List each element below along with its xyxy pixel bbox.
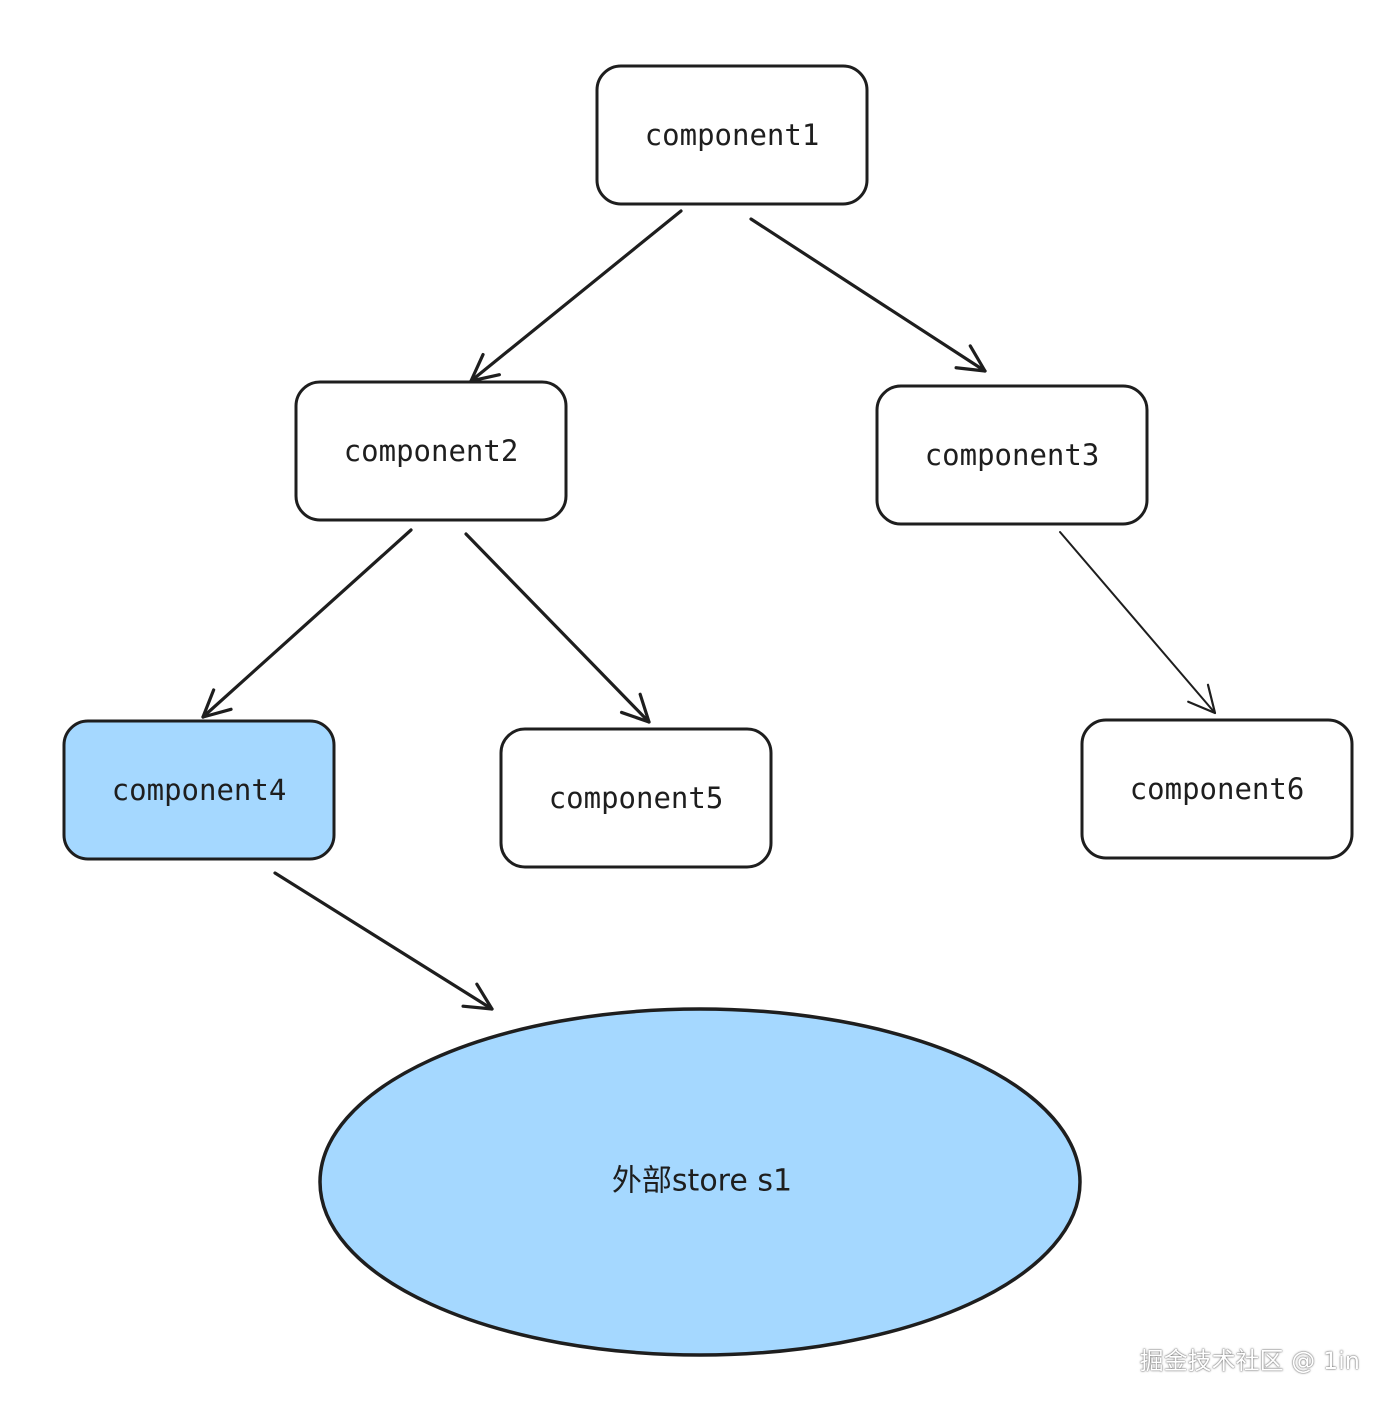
node-component5-label: component5 [549, 781, 724, 815]
edge-component3-component6 [1059, 531, 1217, 715]
node-component6[interactable]: component6 [1080, 718, 1354, 860]
edges [201, 209, 1217, 1011]
node-component6-box [1080, 718, 1354, 860]
node-component2-label: component2 [344, 434, 519, 468]
node-component6-label: component6 [1130, 772, 1305, 806]
store-ellipse [318, 1007, 1082, 1357]
edge-component1-component3 [749, 217, 987, 373]
node-component5[interactable]: component5 [499, 727, 773, 869]
node-component4-label: component4 [112, 773, 287, 807]
node-component2-box [294, 380, 568, 522]
node-component3[interactable]: component3 [875, 384, 1149, 526]
node-component5-box [499, 727, 773, 869]
node-component4-box [62, 719, 336, 861]
store-s1[interactable]: 外部store s1 [318, 1007, 1082, 1357]
node-component3-box [875, 384, 1149, 526]
edge-component4-store [273, 871, 494, 1011]
edge-component2-component4 [201, 528, 413, 719]
node-component2[interactable]: component2 [294, 380, 568, 522]
node-component4[interactable]: component4 [62, 719, 336, 861]
watermark: 掘金技术社区 @ 1in [1139, 1347, 1360, 1375]
node-component1[interactable]: component1 [595, 64, 869, 206]
edge-component2-component5 [464, 532, 651, 724]
node-component1-label: component1 [645, 118, 820, 152]
node-component3-label: component3 [925, 438, 1100, 472]
node-component1-box [595, 64, 869, 206]
edge-component1-component2 [469, 209, 683, 383]
store-label: 外部store s1 [612, 1164, 792, 1199]
